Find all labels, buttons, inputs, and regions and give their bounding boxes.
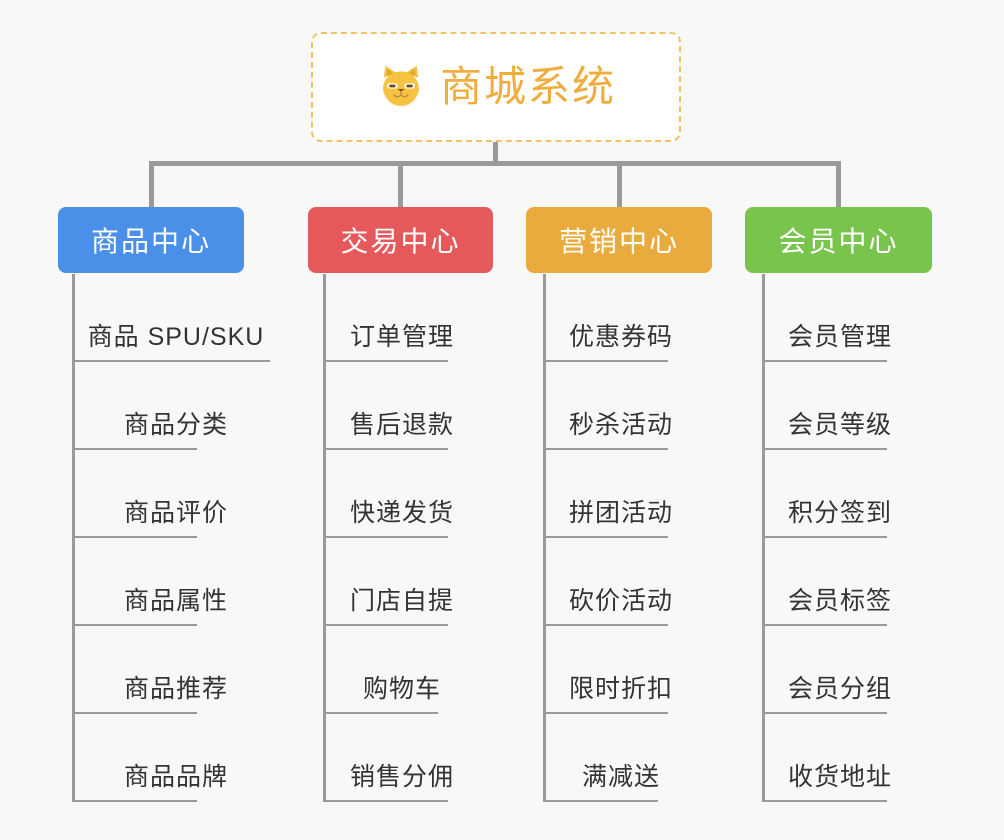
leaf-item[interactable]: 积分签到 [765,450,915,538]
leaf-item-label: 商品分类 [123,411,228,439]
shiba-dog-icon [376,62,426,112]
leaf-item-label: 快递发货 [349,499,454,527]
connector-horizontal-bar [149,161,840,166]
leaf-divider [75,624,197,626]
leaf-divider [765,448,887,450]
leaf-item[interactable]: 优惠券码 [546,274,696,362]
leaf-item[interactable]: 商品评价 [75,450,277,538]
leaf-item-label: 优惠券码 [568,323,673,351]
leaf-item[interactable]: 限时折扣 [546,626,696,714]
leaf-item[interactable]: 满减送 [546,714,696,802]
leaf-item[interactable]: 购物车 [326,626,478,714]
leaf-item-label: 订单管理 [349,323,454,351]
leaf-item[interactable]: 商品 SPU/SKU [75,274,277,362]
leaf-item-label: 收货地址 [787,763,892,791]
leaf-item-label: 满减送 [581,763,660,791]
leaf-item[interactable]: 会员标签 [765,538,915,626]
leaf-item-label: 商品品牌 [123,763,228,791]
leaf-divider [765,360,887,362]
root-title: 商城系统 [439,63,616,110]
leaf-item[interactable]: 门店自提 [326,538,478,626]
leaf-divider [75,800,197,802]
leaf-divider [75,712,197,714]
leaf-item-label: 秒杀活动 [568,411,673,439]
leaf-divider [326,448,448,450]
leaf-divider [546,712,668,714]
leaf-column-jiaoyi: 订单管理售后退款快递发货门店自提购物车销售分佣 [323,274,478,802]
leaf-item[interactable]: 订单管理 [326,274,478,362]
connector-drop-4 [836,161,841,209]
leaf-item-label: 拼团活动 [568,499,673,527]
category-label: 会员中心 [778,226,899,257]
connector-drop-2 [398,161,403,209]
connector-drop-3 [617,161,622,209]
leaf-item[interactable]: 拼团活动 [546,450,696,538]
leaf-item-label: 商品 SPU/SKU [87,323,265,351]
leaf-divider [765,624,887,626]
leaf-item[interactable]: 销售分佣 [326,714,478,802]
leaf-item[interactable]: 会员管理 [765,274,915,362]
leaf-divider [546,360,668,362]
leaf-column-huiyuan: 会员管理会员等级积分签到会员标签会员分组收货地址 [762,274,915,802]
leaf-item[interactable]: 快递发货 [326,450,478,538]
connector-drop-1 [149,161,154,209]
leaf-item[interactable]: 商品属性 [75,538,277,626]
leaf-column-yingxiao: 优惠券码秒杀活动拼团活动砍价活动限时折扣满减送 [543,274,696,802]
leaf-divider [326,360,448,362]
category-label: 营销中心 [558,226,679,257]
leaf-item-label: 商品推荐 [123,675,228,703]
leaf-item-label: 门店自提 [349,587,454,615]
leaf-divider [765,536,887,538]
leaf-divider [326,624,448,626]
leaf-item-label: 商品属性 [123,587,228,615]
leaf-item[interactable]: 售后退款 [326,362,478,450]
leaf-item[interactable]: 砍价活动 [546,538,696,626]
leaf-item[interactable]: 商品分类 [75,362,277,450]
leaf-divider [546,800,658,802]
leaf-item-label: 会员管理 [787,323,892,351]
leaf-item-label: 砍价活动 [568,587,673,615]
category-box-huiyuan[interactable]: 会员中心 [745,207,932,273]
leaf-divider [546,448,668,450]
leaf-item-label: 会员等级 [787,411,892,439]
leaf-item[interactable]: 商品推荐 [75,626,277,714]
leaf-item-label: 售后退款 [349,411,454,439]
leaf-divider [546,624,668,626]
leaf-divider [546,536,668,538]
leaf-divider [765,800,887,802]
leaf-item-label: 购物车 [362,675,441,703]
leaf-item[interactable]: 会员等级 [765,362,915,450]
leaf-column-shangpin: 商品 SPU/SKU 商品分类商品评价商品属性商品推荐商品品牌 [72,274,277,802]
category-box-shangpin[interactable]: 商品中心 [58,207,244,273]
leaf-item-label: 商品评价 [123,499,228,527]
leaf-item-label: 会员分组 [787,675,892,703]
leaf-item[interactable]: 收货地址 [765,714,915,802]
leaf-divider [326,800,448,802]
category-box-jiaoyi[interactable]: 交易中心 [308,207,493,273]
connector-trunk [493,142,498,166]
category-label: 交易中心 [340,226,461,257]
category-box-yingxiao[interactable]: 营销中心 [526,207,712,273]
leaf-divider [75,536,197,538]
leaf-divider [765,712,887,714]
leaf-divider [75,448,197,450]
category-label: 商品中心 [90,226,211,257]
leaf-item-label: 限时折扣 [568,675,673,703]
leaf-item[interactable]: 会员分组 [765,626,915,714]
leaf-divider [326,536,448,538]
leaf-divider [75,360,270,362]
leaf-divider [326,712,438,714]
leaf-item-label: 会员标签 [787,587,892,615]
leaf-item-label: 销售分佣 [349,763,454,791]
leaf-item-label: 积分签到 [787,499,892,527]
leaf-item[interactable]: 秒杀活动 [546,362,696,450]
leaf-item[interactable]: 商品品牌 [75,714,277,802]
root-node[interactable]: 商城系统 [311,32,681,142]
